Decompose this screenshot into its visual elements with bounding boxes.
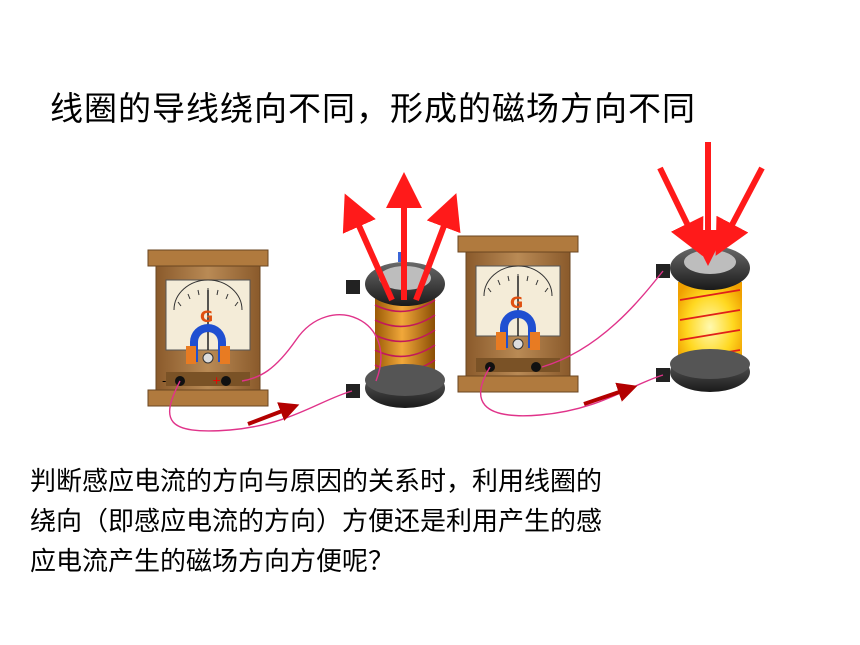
question-line: 绕向（即感应电流的方向）方便还是利用产生的感 — [30, 507, 603, 537]
galvanometer-label: G — [200, 307, 213, 326]
magnetic-field-arrow-icon — [657, 142, 765, 266]
magnetic-field-arrow-icon — [342, 172, 461, 302]
galvanometer-icon: G — [457, 235, 579, 393]
page-title: 线圈的导线绕向不同，形成的磁场方向不同 — [50, 89, 696, 128]
question-line: 应电流产生的磁场方向方便呢？ — [30, 547, 395, 577]
terminal-minus: - — [162, 374, 166, 388]
solenoid-icon — [346, 252, 445, 408]
experiment-diagram: G - + G — [147, 142, 765, 432]
galvanometer-icon: G - + — [147, 249, 269, 407]
galvanometer-label: G — [510, 293, 523, 312]
question-text: 判断感应电流的方向与原因的关系时，利用线圈的 绕向（即感应电流的方向）方便还是利… — [30, 462, 830, 582]
question-line: 判断感应电流的方向与原因的关系时，利用线圈的 — [30, 467, 603, 497]
terminal-plus: + — [212, 374, 221, 387]
solenoid-icon — [656, 246, 750, 392]
current-arrow-icon — [247, 382, 638, 426]
